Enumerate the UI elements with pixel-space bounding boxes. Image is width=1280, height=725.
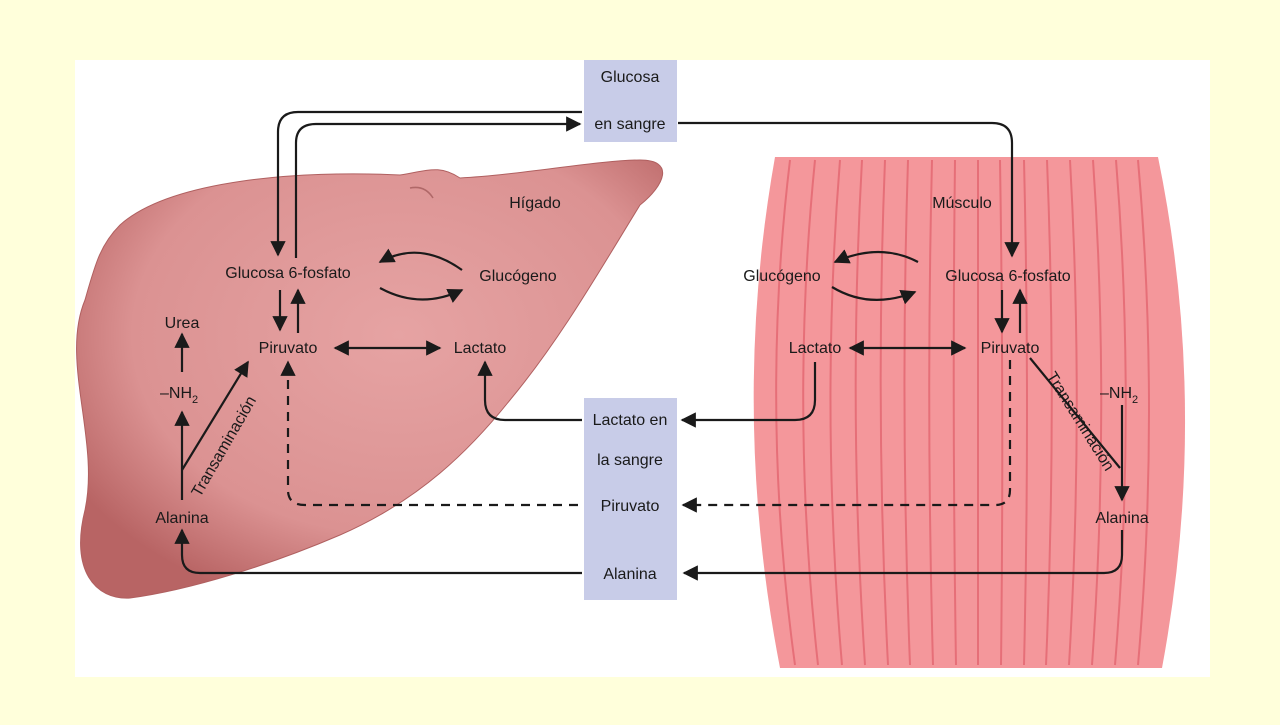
blood-glucose-box (584, 60, 677, 142)
blood-alanine-label: Alanina (603, 566, 656, 583)
arrow-liver-glycogen-to-g6p (378, 248, 463, 271)
muscle-pyruvate-label: Piruvato (981, 340, 1040, 357)
muscle-g6p-label: Glucosa 6-fosfato (945, 268, 1071, 285)
arrow-muscle-to-alanine (682, 530, 1124, 581)
arrow-alanine-to-liver (174, 528, 582, 575)
liver-nh2-label: –NH2 (160, 385, 198, 406)
liver-title: Hígado (509, 195, 561, 212)
arrow-liver-transamination (181, 360, 249, 471)
arrow-lactate-to-liver (477, 360, 582, 422)
arrow-pyruvate-to-liver-dashed (280, 360, 578, 507)
pathway-arrows (174, 110, 1130, 581)
arrow-liver-to-glucose (294, 116, 582, 258)
muscle-illustration (753, 157, 1186, 668)
muscle-glycogen-label: Glucógeno (743, 268, 820, 285)
arrow-muscle-to-lactate (680, 362, 817, 428)
liver-alanine-label: Alanina (155, 510, 208, 527)
blood-lower-box (584, 398, 677, 600)
liver-nh2-text: –NH (160, 385, 192, 402)
blood-pyruvate-label: Piruvato (601, 498, 660, 515)
liver-lactate-label: Lactato (454, 340, 507, 357)
line-muscle-transamination (1029, 357, 1121, 469)
liver-nh2-subscript: 2 (192, 394, 198, 406)
liver-urea-label: Urea (165, 315, 200, 332)
blood-lactate-label-2: la sangre (597, 452, 663, 469)
muscle-nh2-text: –NH (1100, 385, 1132, 402)
muscle-lactate-label: Lactato (789, 340, 842, 357)
liver-illustration (76, 159, 663, 599)
blood-lactate-label-1: Lactato en (593, 412, 668, 429)
blood-column (584, 60, 677, 600)
arrow-liver-g6p-to-glycogen (379, 287, 464, 303)
arrow-muscle-glycogen-to-g6p (831, 286, 917, 305)
arrow-glucose-to-muscle (678, 121, 1020, 258)
liver-glycogen-label: Glucógeno (479, 268, 556, 285)
muscle-nh2-subscript: 2 (1132, 394, 1138, 406)
muscle-nh2-label: –NH2 (1100, 385, 1138, 406)
blood-glucose-label-2: en sangre (594, 116, 665, 133)
muscle-alanine-label: Alanina (1095, 510, 1148, 527)
muscle-title: Músculo (932, 195, 992, 212)
arrow-muscle-g6p-to-glycogen (833, 249, 919, 264)
liver-g6p-label: Glucosa 6-fosfato (225, 265, 351, 282)
arrow-glucose-to-liver (270, 110, 582, 257)
blood-glucose-label-1: Glucosa (601, 69, 660, 86)
arrow-muscle-to-pyruvate-dashed (681, 360, 1012, 513)
liver-pyruvate-label: Piruvato (259, 340, 318, 357)
